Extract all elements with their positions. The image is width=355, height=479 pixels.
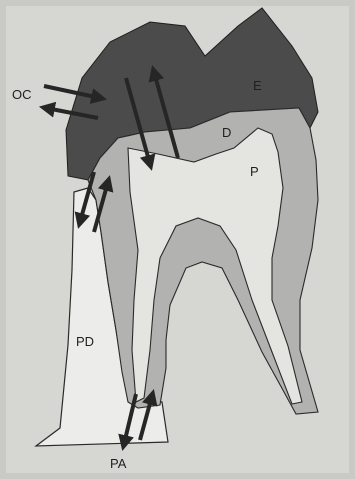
dentin-label: D (222, 125, 231, 140)
periapical-label: PA (110, 456, 127, 471)
occlusal-label: OC (12, 87, 32, 102)
pulp-label: P (250, 164, 259, 179)
periodontium-label: PD (76, 334, 94, 349)
enamel-label: E (253, 78, 262, 93)
